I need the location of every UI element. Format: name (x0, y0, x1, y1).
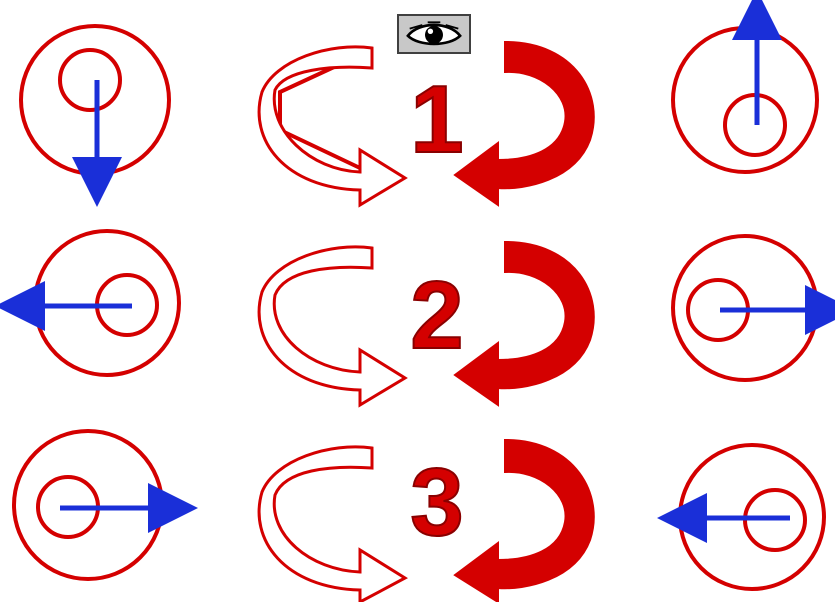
row-1 (19, 0, 819, 208)
curved-arrow-outline-icon (257, 445, 408, 602)
right-eye-3 (657, 443, 826, 591)
curved-arrow-filled-icon (453, 438, 595, 602)
right-eye-1 (671, 0, 819, 174)
curved-arrow-outline-icon (278, 53, 361, 170)
step-number-1: 1 (409, 66, 464, 173)
ccw-arrow-1 (257, 45, 408, 208)
pupil (58, 48, 122, 112)
right-eye-2 (671, 234, 835, 382)
eye-toggle-button[interactable] (397, 14, 471, 54)
ccw-arrow-3 (257, 445, 408, 602)
cw-arrow-2 (453, 240, 595, 407)
row-3 (12, 429, 826, 602)
row-2 (0, 229, 835, 408)
cw-arrow-3 (453, 438, 595, 602)
ccw-arrow-2 (257, 245, 408, 408)
left-eye-3 (12, 429, 198, 581)
cw-arrow-1 (453, 40, 595, 207)
step-number-2: 2 (409, 262, 464, 369)
eye-outline (671, 26, 819, 174)
curved-arrow-filled-icon (453, 240, 595, 407)
curved-arrow-outline-icon (257, 245, 408, 408)
left-eye-1 (19, 24, 171, 207)
left-eye-2 (0, 229, 181, 377)
curved-arrow-filled-icon (453, 40, 595, 207)
step-number-3: 3 (409, 449, 464, 556)
eye-icon (406, 21, 462, 46)
